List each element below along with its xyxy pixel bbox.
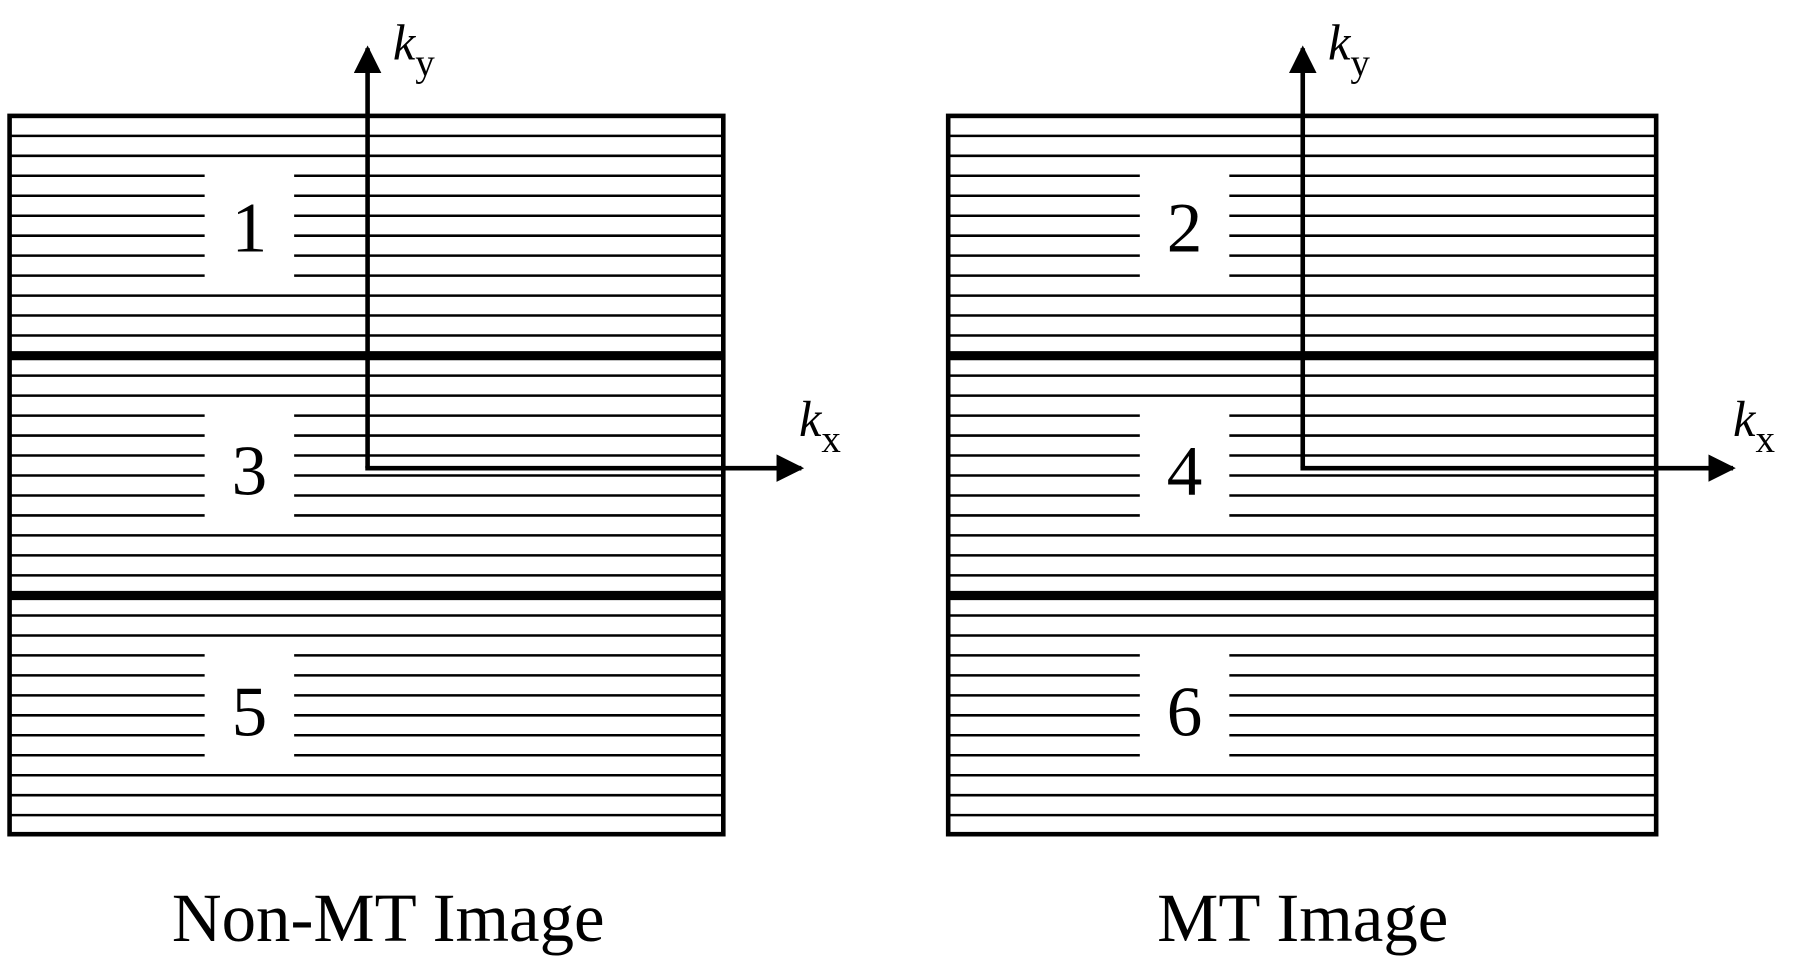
ky-label: ky: [393, 15, 435, 85]
non-mt-kspace-panel: 1 3 5 ky kx Non-MT Image: [7, 15, 841, 956]
segment-label-box: [204, 648, 295, 770]
segment-label-box: [1139, 164, 1230, 286]
segment-label-box: [1139, 648, 1230, 770]
segment-number: 4: [1167, 433, 1203, 511]
phase-encode-lines: [948, 134, 1657, 817]
segment-number: 1: [232, 189, 268, 267]
segment-number: 2: [1167, 189, 1203, 267]
panel-caption: Non-MT Image: [172, 880, 605, 956]
segment-label-box: [204, 164, 295, 286]
kx-label: kx: [799, 391, 841, 461]
segment-number: 6: [1167, 674, 1203, 752]
segment-label-box: [204, 407, 295, 529]
ky-label: ky: [1328, 15, 1370, 85]
segment-number: 3: [232, 433, 268, 511]
segment-label-box: [1139, 407, 1230, 529]
segment-number: 5: [232, 674, 268, 752]
kx-label: kx: [1733, 391, 1775, 461]
panel-caption: MT Image: [1157, 880, 1448, 956]
mt-kspace-panel: 2 4 6 ky kx MT Image: [945, 15, 1775, 956]
